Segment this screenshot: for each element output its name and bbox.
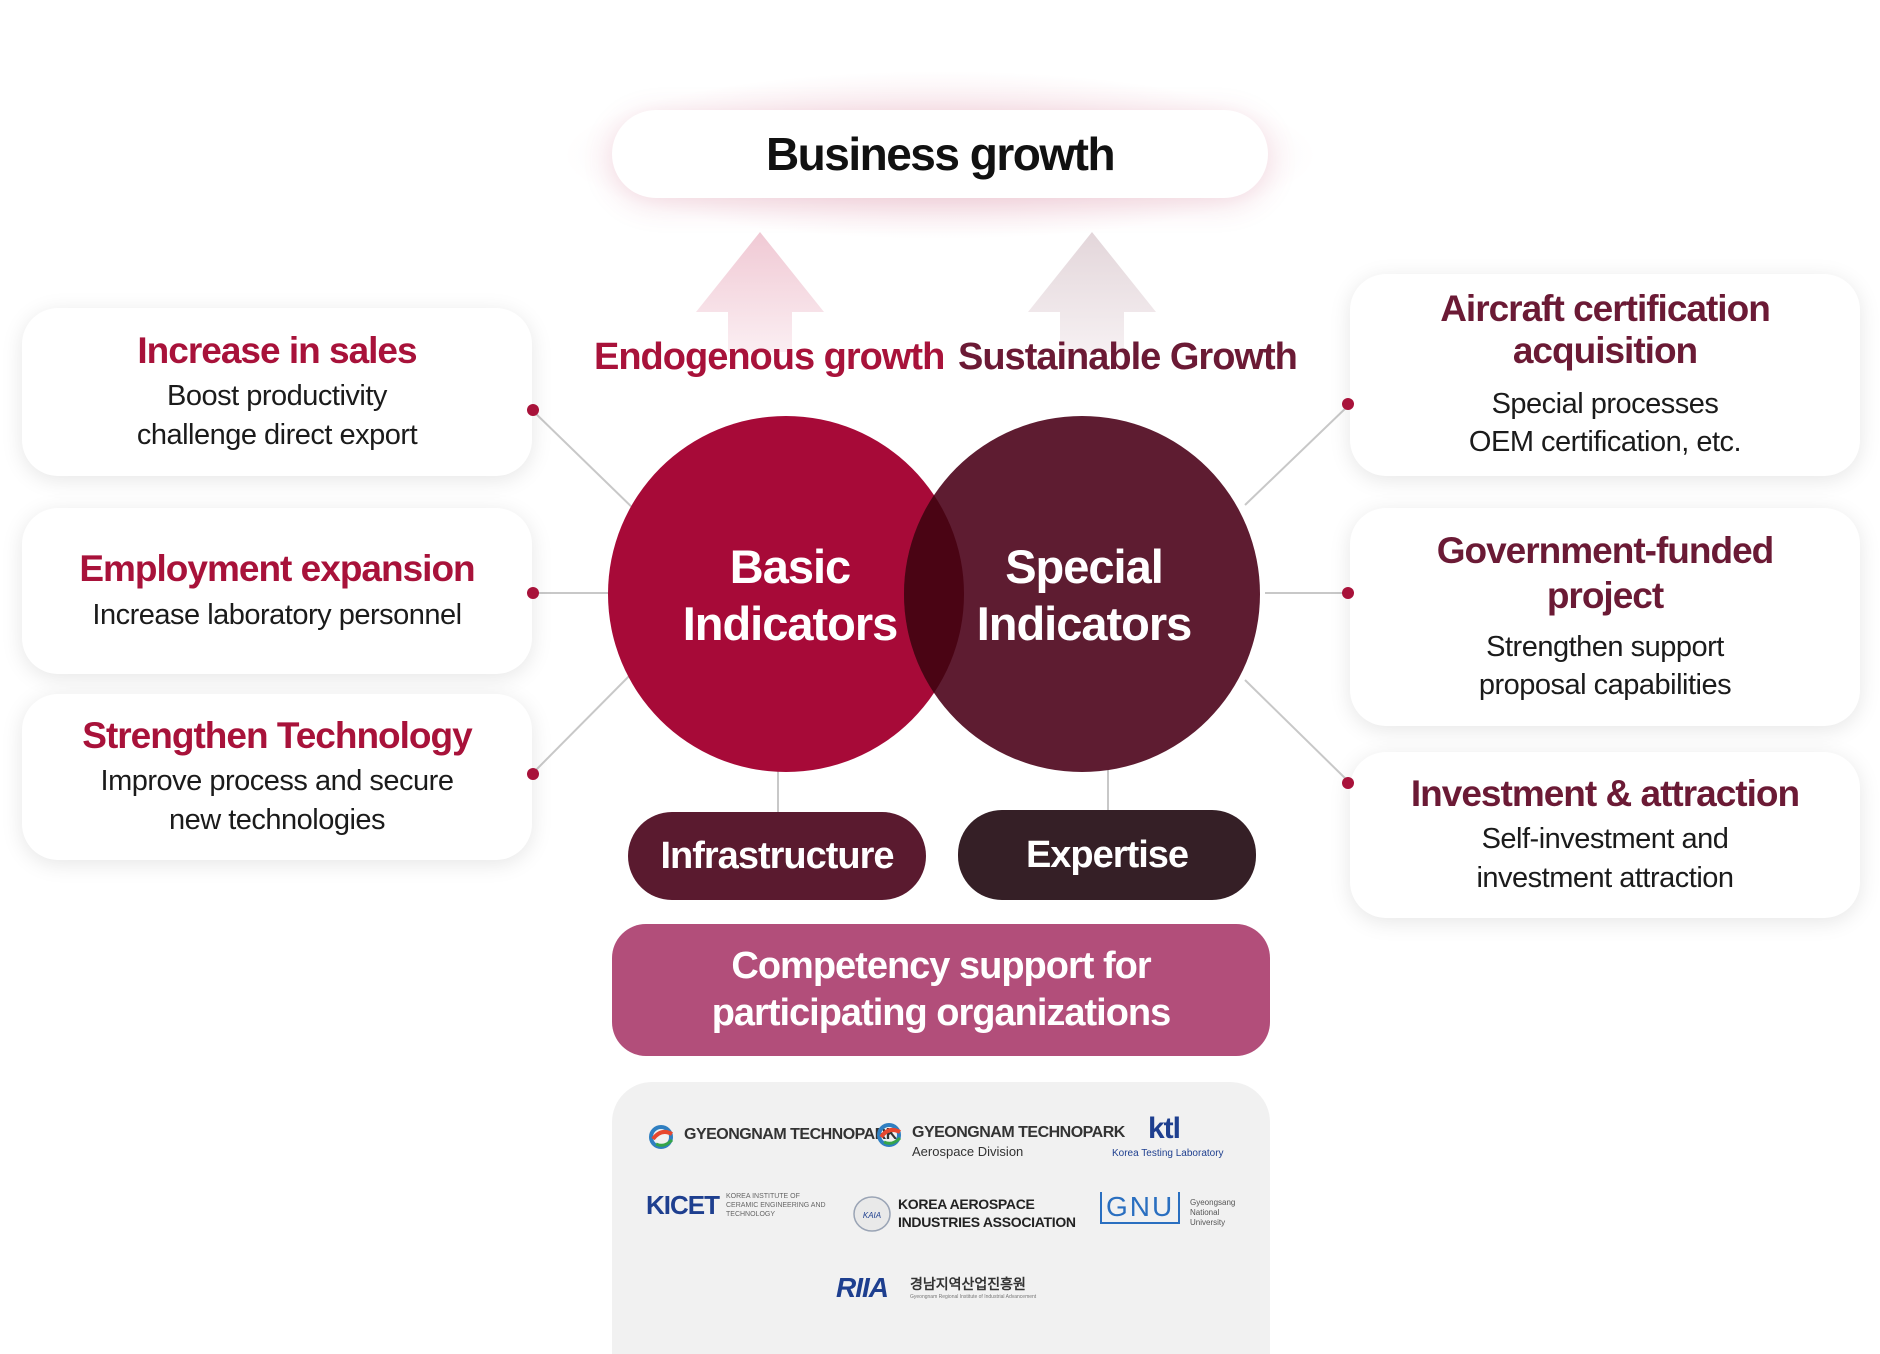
riia-korean-text: 경남지역산업진흥원 xyxy=(910,1276,1026,1292)
endogenous-growth-label: Endogenous growth xyxy=(594,336,945,378)
gnu-sub2: National xyxy=(1190,1208,1220,1217)
card-desc: Boost productivity challenge direct expo… xyxy=(136,377,418,454)
partner-logos-panel: GYEONGNAM TECHNOPARK GYEONGNAM TECHNOPAR… xyxy=(612,1082,1270,1354)
gnu-text: GNU xyxy=(1100,1192,1181,1224)
card-desc-line: Increase laboratory personnel xyxy=(92,598,462,631)
ktl-text: ktl xyxy=(1148,1112,1181,1145)
connector-dot xyxy=(1342,398,1354,410)
competency-line1: Competency support for xyxy=(731,944,1151,987)
aerospace-division-text: Aerospace Division xyxy=(912,1144,1024,1159)
riia-text: RIIA xyxy=(836,1272,889,1303)
card-increase-in-sales: Increase in sales Boost productivity cha… xyxy=(22,308,532,476)
card-title-line: Investment & attraction xyxy=(1410,773,1800,815)
card-title: Aircraft certification acquisition xyxy=(1440,288,1771,371)
card-desc-line: Boost productivity xyxy=(167,380,387,413)
card-desc-line: new technologies xyxy=(168,803,386,836)
sustainable-growth-label: Sustainable Growth xyxy=(958,336,1298,378)
card-investment-attraction: Investment & attraction Self-investment … xyxy=(1350,752,1860,918)
infrastructure-label: Infrastructure xyxy=(660,834,894,877)
riia-sub-text: Gyeongnam Regional Institute of Industri… xyxy=(910,1294,1037,1300)
card-title-line: acquisition xyxy=(1512,329,1698,371)
ktl-sub-text: Korea Testing Laboratory xyxy=(1112,1148,1224,1159)
card-title: Strengthen Technology xyxy=(82,715,472,757)
card-desc-line: OEM certification, etc. xyxy=(1468,426,1742,459)
indicator-circles xyxy=(608,416,1260,772)
basic-indicators-label: Basic Indicators xyxy=(660,538,920,653)
connector-dot xyxy=(527,404,539,416)
business-growth-box: Business growth xyxy=(612,110,1268,198)
card-title-line: Aircraft certification xyxy=(1440,288,1771,330)
arrow-sustainable-icon xyxy=(1028,232,1156,352)
logo-ktl: ktl Korea Testing Laboratory xyxy=(1102,1112,1242,1166)
card-government-funded-project: Government-funded project Strengthen sup… xyxy=(1350,508,1860,726)
kicet-sub-text: KOREA INSTITUTE OF CERAMIC ENGINEERING A… xyxy=(726,1193,826,1219)
card-title: Investment & attraction xyxy=(1410,773,1800,815)
infrastructure-pill: Infrastructure xyxy=(628,812,926,900)
card-title: Employment expansion xyxy=(79,548,475,590)
card-desc: Improve process and secure new technolog… xyxy=(101,762,454,839)
kaia-line2: INDUSTRIES ASSOCIATION xyxy=(898,1214,1076,1230)
technopark-aero-text: GYEONGNAM TECHNOPARK xyxy=(912,1124,1125,1141)
card-title: Government-funded project xyxy=(1436,529,1775,618)
basic-line2: Indicators xyxy=(682,597,899,651)
card-desc-line: Improve process and secure xyxy=(100,765,454,798)
card-desc: Increase laboratory personnel xyxy=(92,596,462,634)
card-title-line: project xyxy=(1546,574,1664,616)
logo-riia: RIIA 경남지역산업진흥원 Gyeongnam Regional Instit… xyxy=(836,1272,1066,1312)
expertise-label: Expertise xyxy=(1025,833,1189,876)
technopark-swirl-icon xyxy=(649,1125,674,1149)
technopark-swirl-icon xyxy=(877,1123,902,1147)
kicet-text: KICET xyxy=(646,1190,720,1220)
arrow-endogenous-icon xyxy=(696,232,824,352)
business-growth-title: Business growth xyxy=(765,128,1116,180)
technopark-text: GYEONGNAM TECHNOPARK xyxy=(684,1126,897,1143)
connector-dot xyxy=(527,587,539,599)
card-desc-line: investment attraction xyxy=(1476,861,1734,894)
card-title-line: Government-funded xyxy=(1436,530,1775,572)
card-desc-line: challenge direct export xyxy=(136,418,418,451)
competency-line2: participating organizations xyxy=(711,992,1172,1034)
card-desc: Self-investment and investment attractio… xyxy=(1476,820,1734,897)
basic-indicators-circle xyxy=(608,416,964,772)
card-employment-expansion: Employment expansion Increase laboratory… xyxy=(22,508,532,674)
gnu-sub3: University xyxy=(1190,1218,1226,1227)
connector-dot xyxy=(527,768,539,780)
card-desc: Special processes OEM certification, etc… xyxy=(1468,385,1742,462)
gnu-sub1: Gyeongsang xyxy=(1190,1198,1236,1207)
card-desc-line: proposal capabilities xyxy=(1478,669,1732,702)
expertise-pill: Expertise xyxy=(958,810,1256,900)
card-desc-line: Self-investment and xyxy=(1481,823,1729,856)
card-strengthen-technology: Strengthen Technology Improve process an… xyxy=(22,694,532,860)
special-indicators-label: Special Indicators xyxy=(954,538,1214,653)
card-desc-line: Strengthen support xyxy=(1486,631,1724,664)
kaia-emblem-icon: KAIA xyxy=(853,1196,891,1232)
special-indicators-circle xyxy=(904,416,1260,772)
competency-support-box: Competency support for participating org… xyxy=(612,924,1270,1056)
kaia-mark: KAIA xyxy=(863,1211,881,1220)
up-arrows xyxy=(696,232,1156,352)
connector-dot xyxy=(1342,777,1354,789)
connector-dot xyxy=(1342,587,1354,599)
card-title: Increase in sales xyxy=(137,330,417,372)
card-desc: Strengthen support proposal capabilities xyxy=(1478,628,1732,705)
logo-kaia: KAIA KOREA AEROSPACE INDUSTRIES ASSOCIAT… xyxy=(852,1194,1076,1238)
special-line1: Special xyxy=(1005,540,1164,593)
kaia-line1: KOREA AEROSPACE xyxy=(898,1196,1035,1212)
logo-kicet: KICET KOREA INSTITUTE OF CERAMIC ENGINEE… xyxy=(646,1186,826,1236)
special-line2: Indicators xyxy=(976,597,1193,651)
basic-line1: Basic xyxy=(729,540,851,593)
card-aircraft-certification: Aircraft certification acquisition Speci… xyxy=(1350,274,1860,476)
logo-gnu: GNU Gyeongsang National University xyxy=(1092,1192,1252,1242)
card-desc-line: Special processes xyxy=(1491,388,1719,421)
